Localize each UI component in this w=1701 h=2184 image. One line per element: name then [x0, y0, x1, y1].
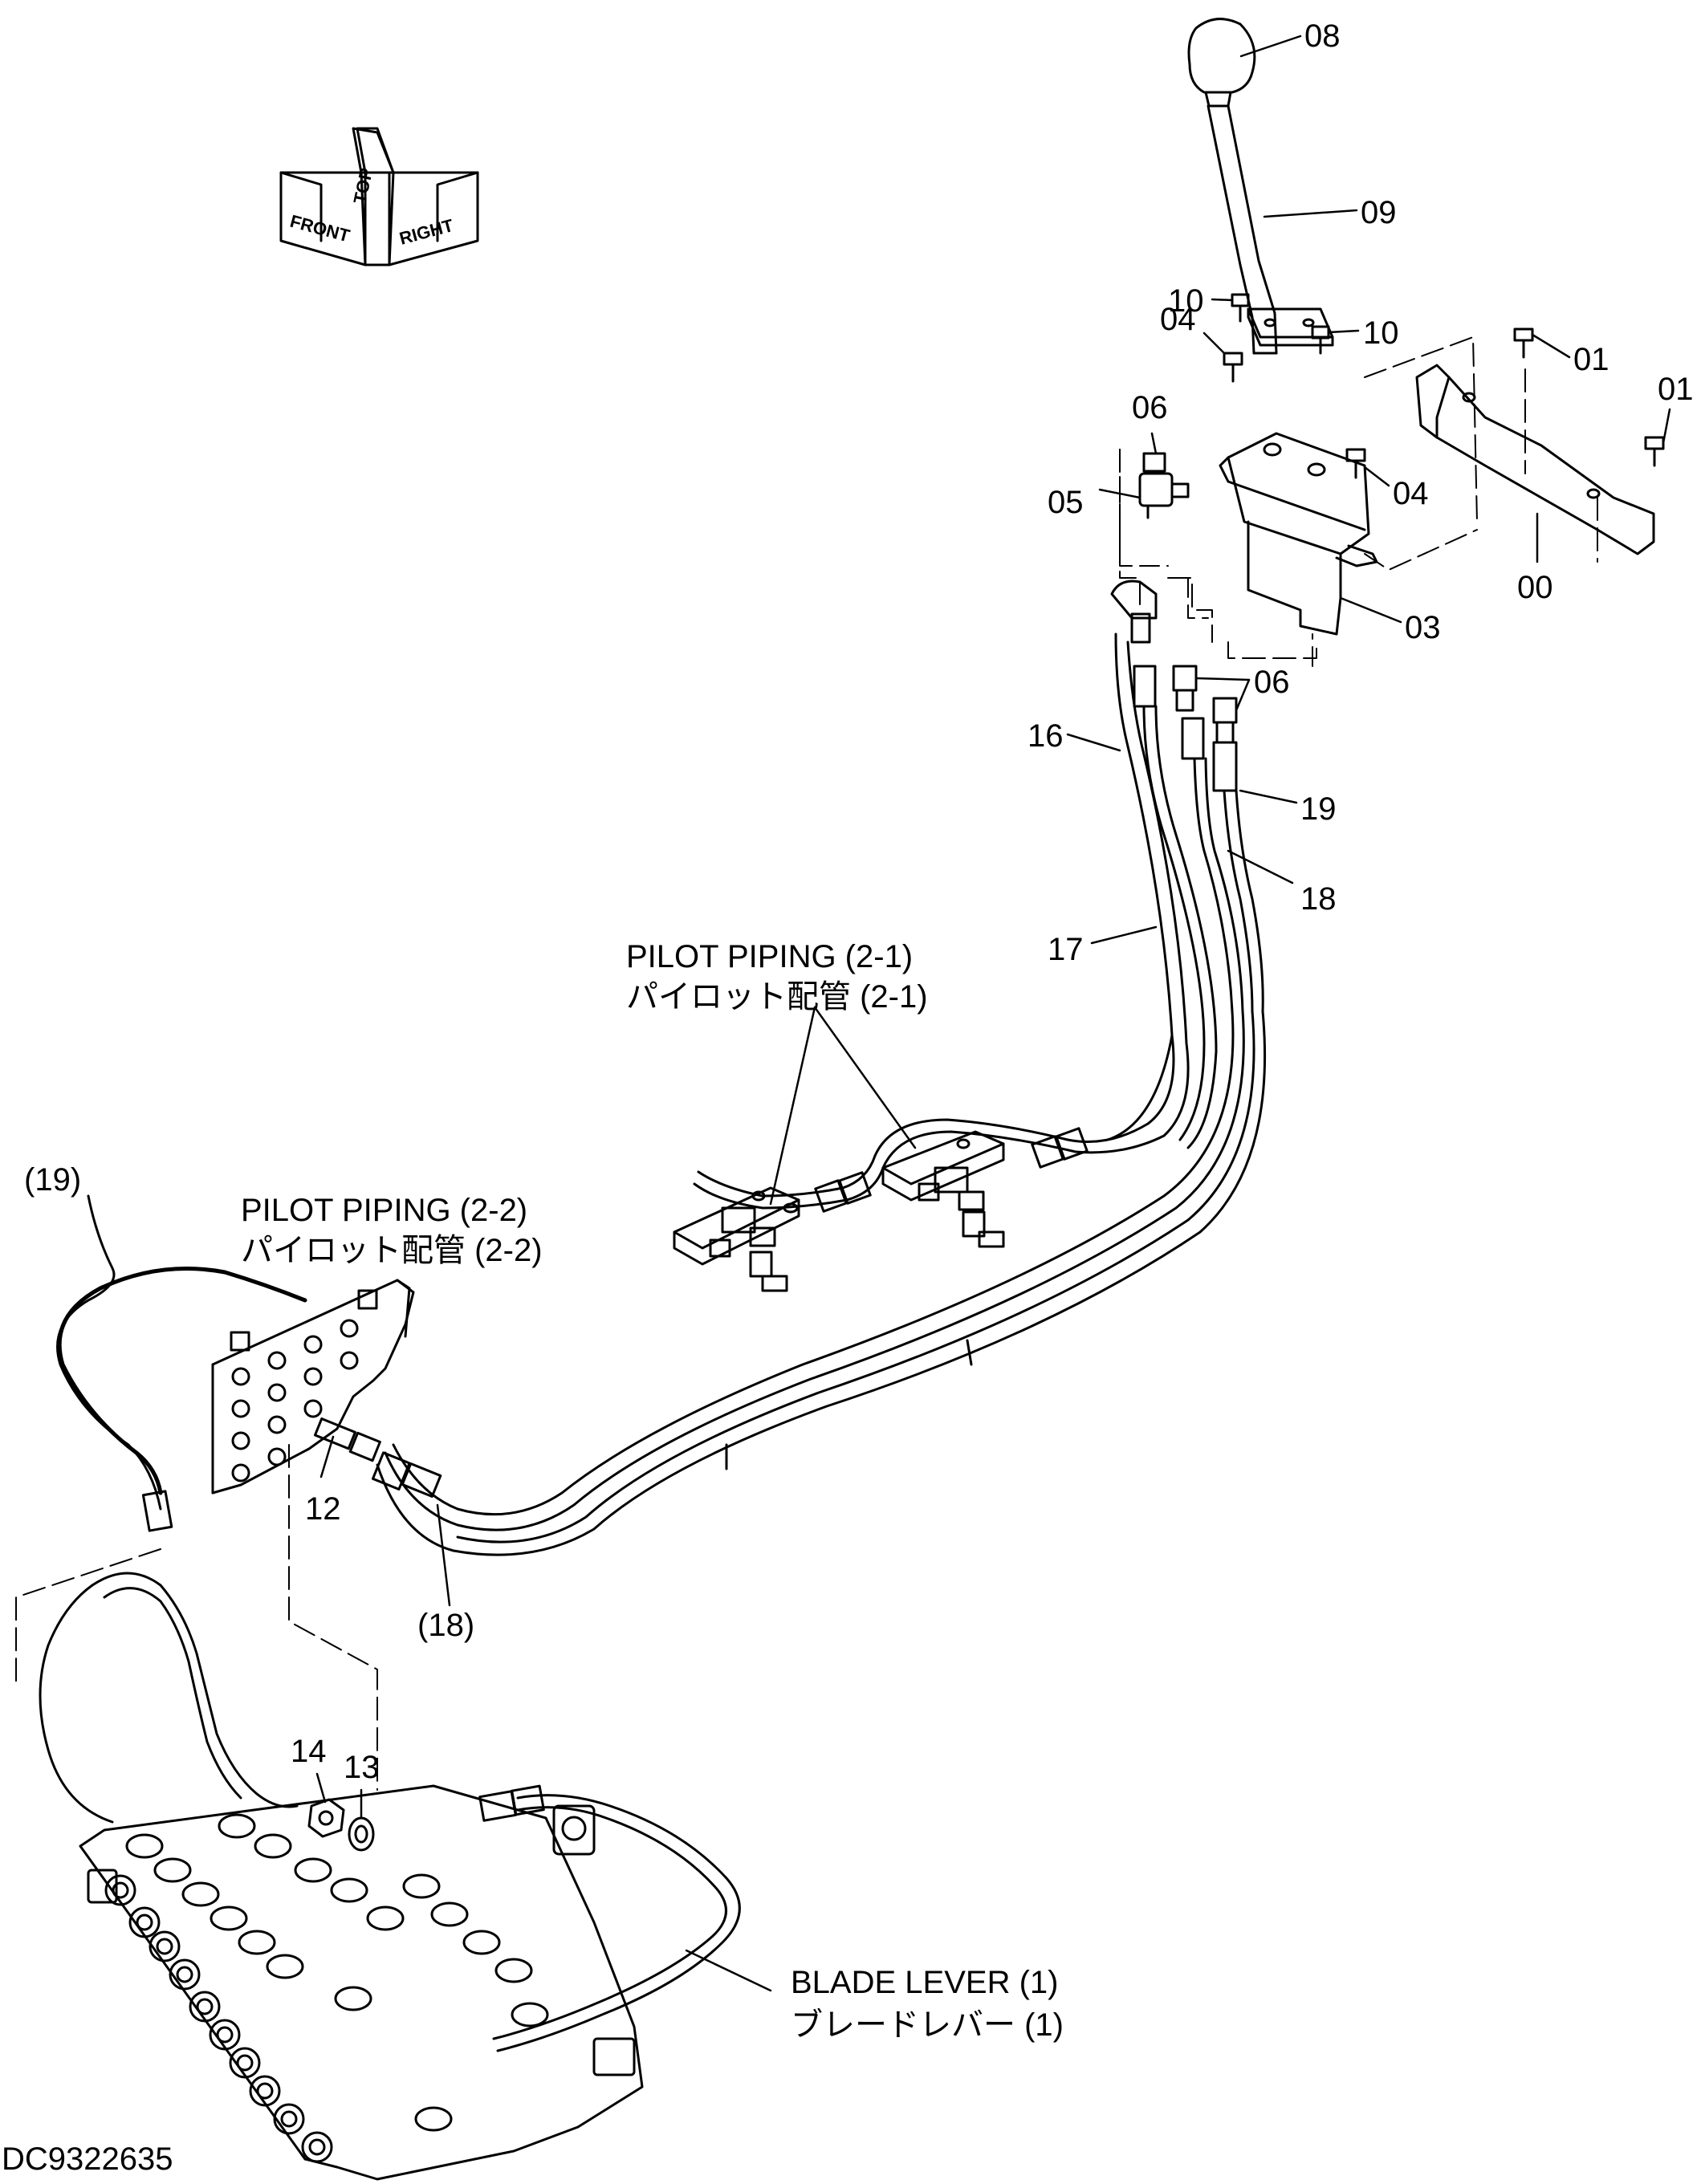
- part-label-04b: 04: [1393, 476, 1429, 511]
- bolt-01a: [1513, 327, 1534, 359]
- part-label-08: 08: [1304, 18, 1341, 54]
- fitting-18: [371, 1451, 442, 1498]
- blade-lever-hose: [39, 1572, 741, 2052]
- fitting-06a: [1172, 665, 1198, 712]
- part-label-18-ref: (18): [417, 1608, 475, 1643]
- blade-lever-en: BLADE LEVER (1): [791, 1965, 1059, 2000]
- fitting-06b: [1212, 697, 1238, 744]
- washer-13: [348, 1816, 375, 1852]
- part-label-18: 18: [1300, 881, 1337, 917]
- lower-alignment-lines: [15, 1444, 378, 1791]
- drawing-number: DC9322635: [2, 2141, 173, 2177]
- lever-mount-plate: [1247, 307, 1334, 347]
- part-label-19-ref: (19): [24, 1162, 82, 1198]
- part-label-01a: 01: [1573, 342, 1609, 377]
- part-label-01b: 01: [1658, 372, 1694, 407]
- orientation-symbol: FRONT TOP RIGHT: [279, 127, 479, 266]
- part-label-06a: 06: [1132, 390, 1168, 425]
- part-label-05: 05: [1048, 485, 1084, 520]
- lever-rod: [1207, 104, 1278, 355]
- pilot-2-1-block-b: [881, 1130, 1005, 1248]
- part-label-09: 09: [1361, 195, 1397, 230]
- alignment-lines: [1119, 336, 1598, 659]
- hose-19-ref: [56, 1194, 307, 1532]
- control-valve: [79, 1784, 644, 2181]
- blade-lever-jp: ブレードレバー (1): [791, 2007, 1064, 2043]
- pilot-piping-2-2-jp: パイロット配管 (2-2): [241, 1233, 543, 1268]
- bolt-10a: [1231, 293, 1250, 323]
- pilot-piping-2-1-jp: パイロット配管 (2-1): [626, 979, 928, 1015]
- part-label-19: 19: [1300, 791, 1337, 827]
- elbow-fitting: [1138, 452, 1190, 519]
- pilot-hose-bundle: [376, 632, 1267, 1556]
- part-label-16: 16: [1028, 718, 1064, 754]
- part-label-13: 13: [344, 1750, 380, 1785]
- part-label-10a: 10: [1168, 283, 1204, 319]
- leader-lines: [87, 35, 1671, 1992]
- pilot-piping-2-1-en: PILOT PIPING (2-1): [626, 939, 914, 974]
- part-label-12: 12: [305, 1491, 341, 1527]
- bracket: [1415, 364, 1655, 555]
- bolt-04a: [1223, 352, 1243, 383]
- bolt-01b: [1644, 436, 1665, 467]
- pilot-piping-2-2-en: PILOT PIPING (2-2): [241, 1193, 528, 1228]
- part-label-00: 00: [1517, 570, 1553, 605]
- orientation-right-label: RIGHT: [397, 215, 456, 249]
- part-label-04a: 04: [1160, 302, 1196, 337]
- fitting-12: [313, 1417, 381, 1462]
- part-label-03: 03: [1405, 610, 1441, 645]
- part-label-10b: 10: [1363, 315, 1399, 351]
- bolt-04b: [1345, 448, 1366, 479]
- part-label-17: 17: [1048, 932, 1084, 967]
- valve-frame: [1119, 449, 1313, 667]
- part-label-14: 14: [291, 1734, 327, 1769]
- lever-knob: [1187, 18, 1256, 108]
- nut-14: [307, 1798, 345, 1838]
- bolt-10b: [1311, 325, 1330, 355]
- pilot-2-1-block-a: [673, 1186, 800, 1292]
- part-label-06b: 06: [1254, 665, 1290, 700]
- mounting-plate: [211, 1279, 415, 1495]
